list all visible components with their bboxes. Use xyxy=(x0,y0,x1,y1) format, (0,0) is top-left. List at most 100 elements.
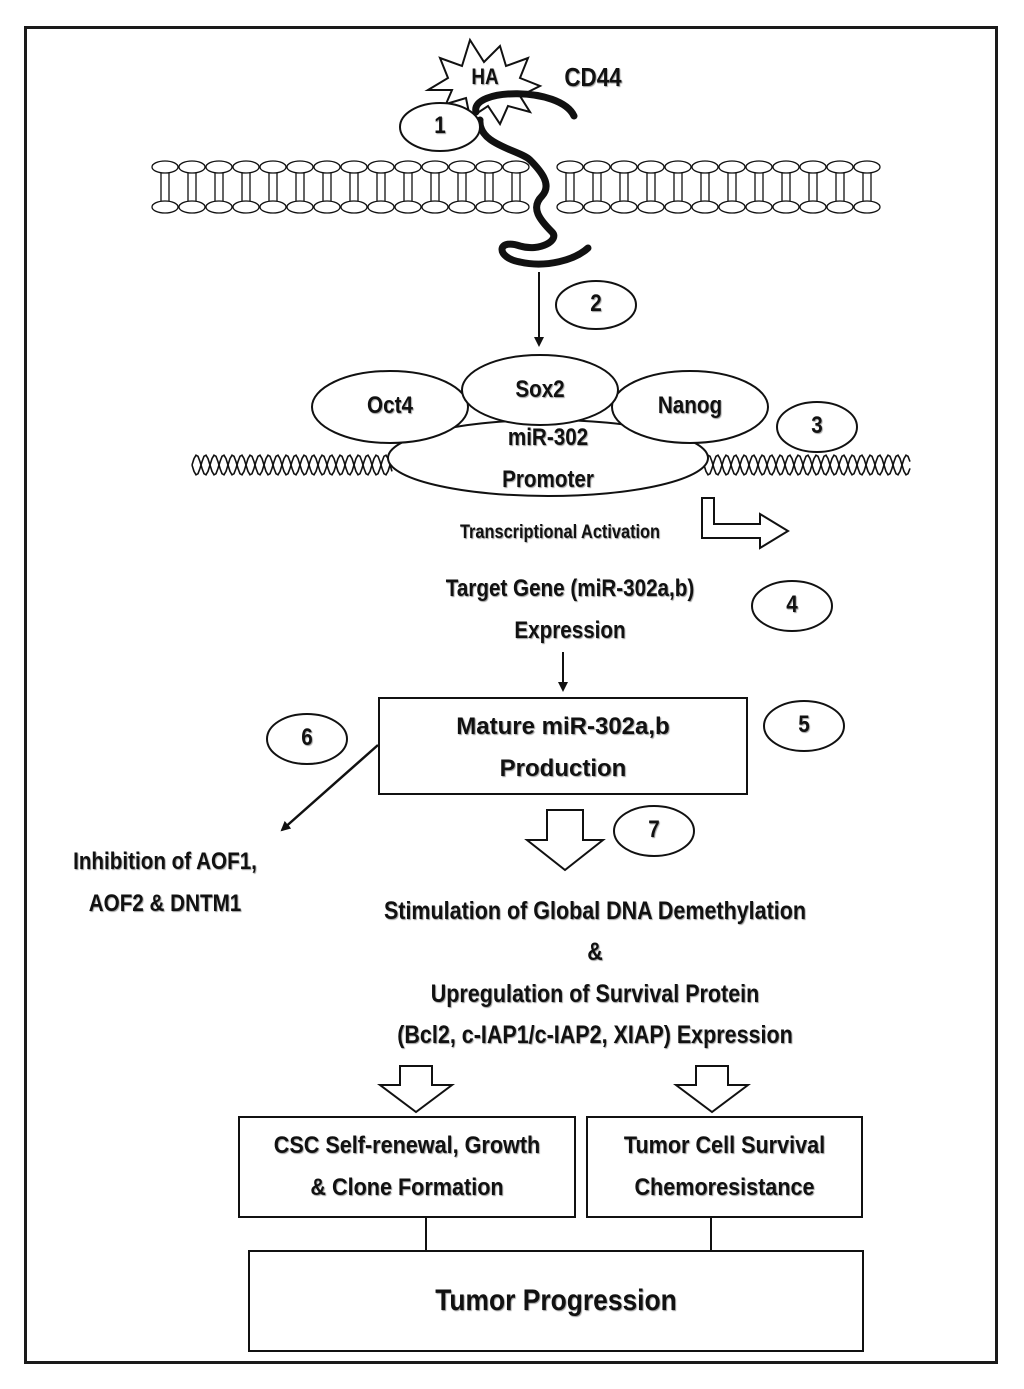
lipid-head xyxy=(367,200,395,214)
lipid-head xyxy=(637,160,665,174)
dna-strand xyxy=(703,454,911,476)
step-6-label: 6 xyxy=(301,724,313,751)
target-gene-line1: Target Gene (miR-302a,b) xyxy=(445,575,695,602)
lipid-head xyxy=(853,200,881,214)
lipid-head xyxy=(394,200,422,214)
lipid-head xyxy=(745,160,773,174)
lipid-head xyxy=(286,200,314,214)
lipid-head xyxy=(421,160,449,174)
mature-line2: Production xyxy=(499,755,627,782)
lipid-head xyxy=(772,160,800,174)
lipid-head xyxy=(826,160,854,174)
survival-box: Tumor Cell Survival Chemoresistance xyxy=(586,1116,863,1218)
lipid-head xyxy=(664,200,692,214)
lipid-head xyxy=(853,160,881,174)
dna-strand xyxy=(703,454,911,476)
csc-box: CSC Self-renewal, Growth & Clone Formati… xyxy=(238,1116,576,1218)
hollow-arrow-csc xyxy=(377,1065,455,1114)
transcription-arrow xyxy=(701,497,790,550)
nanog-label: Nanog xyxy=(657,392,723,419)
lipid-head xyxy=(772,200,800,214)
lipid-head xyxy=(502,160,530,174)
arrow-to-inhibition xyxy=(280,744,379,832)
lipid-head xyxy=(610,200,638,214)
lipid-head xyxy=(367,160,395,174)
lipid-head xyxy=(232,200,260,214)
step-6-circle xyxy=(266,713,348,765)
dna-strand xyxy=(191,454,393,476)
mature-line1: Mature miR-302a,b xyxy=(456,713,670,740)
step-4-label: 4 xyxy=(786,591,798,618)
transcription-label: Transcriptional Activation xyxy=(459,522,661,543)
hollow-arrow-stimulation xyxy=(524,809,606,872)
stimulation-line3: Upregulation of Survival Protein xyxy=(430,980,760,1008)
lipid-head xyxy=(583,160,611,174)
dna-helix-right xyxy=(703,454,911,476)
inhibition-line1: Inhibition of AOF1, xyxy=(73,848,257,875)
step-2-label: 2 xyxy=(590,290,602,317)
oct4-ellipse xyxy=(311,370,469,444)
lipid-head xyxy=(637,200,665,214)
step-1-circle xyxy=(399,102,481,152)
lipid-head xyxy=(826,200,854,214)
stimulation-line1: Stimulation of Global DNA Demethylation xyxy=(383,897,807,925)
step-5-label: 5 xyxy=(798,711,810,738)
lipid-head xyxy=(340,160,368,174)
lipid-head xyxy=(313,160,341,174)
progression-box: Tumor Progression xyxy=(248,1250,864,1352)
lipid-head xyxy=(340,200,368,214)
inhibition-line2: AOF2 & DNTM1 xyxy=(88,890,242,917)
promoter-line2: Promoter xyxy=(502,466,594,493)
lipid-head xyxy=(259,160,287,174)
lipid-bilayer xyxy=(151,160,881,214)
promoter-line1: miR-302 xyxy=(507,424,589,451)
ha-label: HA xyxy=(471,64,499,89)
csc-line2: & Clone Formation xyxy=(310,1174,504,1201)
lipid-head xyxy=(745,200,773,214)
progression-label: Tumor Progression xyxy=(435,1284,677,1317)
lipid-head xyxy=(691,200,719,214)
lipid-head xyxy=(610,160,638,174)
lipid-head xyxy=(664,160,692,174)
stimulation-line4: (Bcl2, c-IAP1/c-IAP2, XIAP) Expression xyxy=(397,1021,793,1049)
ha-starburst xyxy=(424,37,543,127)
target-gene-line2: Expression xyxy=(514,617,626,644)
lipid-head xyxy=(718,200,746,214)
dna-helix-left xyxy=(191,454,393,476)
lipid-head xyxy=(178,160,206,174)
lipid-head xyxy=(799,160,827,174)
lipid-head xyxy=(151,160,179,174)
lipid-head xyxy=(502,200,530,214)
lipid-head xyxy=(799,200,827,214)
oct4-label: Oct4 xyxy=(367,392,413,419)
lipid-head xyxy=(448,160,476,174)
lipid-head xyxy=(583,200,611,214)
mature-box: Mature miR-302a,b Production xyxy=(378,697,748,795)
step-3-circle xyxy=(776,401,858,453)
step-3-label: 3 xyxy=(811,412,823,439)
dna-strand xyxy=(191,454,393,476)
lipid-head xyxy=(421,200,449,214)
step-4-circle xyxy=(751,580,833,632)
lipid-head xyxy=(286,160,314,174)
figure-frame xyxy=(24,26,998,1364)
lipid-head xyxy=(259,200,287,214)
stimulation-line2: & xyxy=(587,938,603,966)
lipid-head xyxy=(205,200,233,214)
lipid-head xyxy=(205,160,233,174)
lipid-head xyxy=(448,200,476,214)
csc-line1: CSC Self-renewal, Growth xyxy=(273,1132,541,1159)
lipid-head xyxy=(475,160,503,174)
step-1-label: 1 xyxy=(434,112,446,139)
nanog-ellipse xyxy=(611,370,769,444)
cd44-label: CD44 xyxy=(564,62,622,92)
lipid-head xyxy=(718,160,746,174)
survival-line2: Chemoresistance xyxy=(634,1174,815,1201)
lipid-head xyxy=(151,200,179,214)
lipid-head xyxy=(556,200,584,214)
step-2-circle xyxy=(555,280,637,330)
lipid-head xyxy=(394,160,422,174)
cd44-receptor xyxy=(472,90,592,268)
sox2-label: Sox2 xyxy=(515,376,565,403)
lipid-head xyxy=(232,160,260,174)
